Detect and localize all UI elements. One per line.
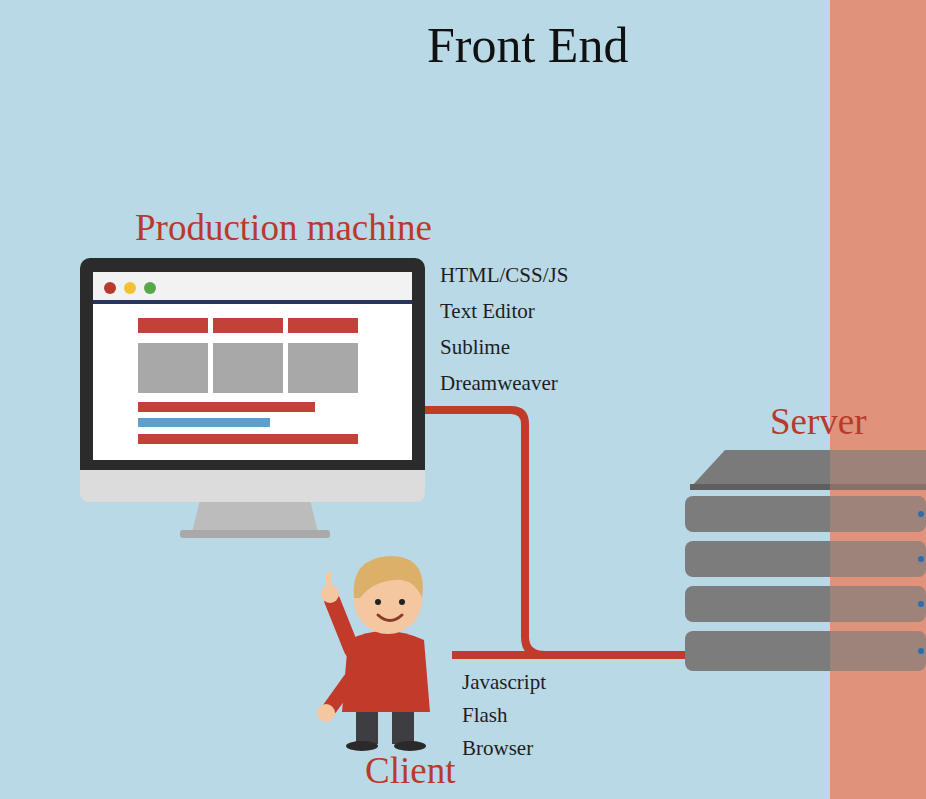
tool-label: Javascript: [462, 670, 546, 695]
server-stack: [685, 450, 926, 672]
node-heading: Production machine: [135, 208, 432, 249]
monitor: [80, 258, 425, 538]
client: Client: [320, 540, 452, 792]
tool-label: Dreamweaver: [440, 371, 558, 396]
diagram-title: Front End: [427, 16, 628, 74]
tool-label: HTML/CSS/JS: [440, 263, 568, 288]
tool-label: Flash: [462, 703, 508, 728]
client-figure: [317, 556, 430, 751]
tool-label: Sublime: [440, 335, 510, 360]
node-heading: Client: [365, 751, 455, 792]
production-machine: Production machine: [80, 258, 425, 540]
node-heading: Server: [770, 402, 867, 443]
server: Server: [685, 402, 926, 692]
network-cable: [452, 651, 685, 659]
tool-label: Browser: [462, 736, 533, 761]
back-end-strip: [830, 0, 926, 799]
tool-label: Text Editor: [440, 299, 535, 324]
network-cable: [425, 410, 685, 655]
